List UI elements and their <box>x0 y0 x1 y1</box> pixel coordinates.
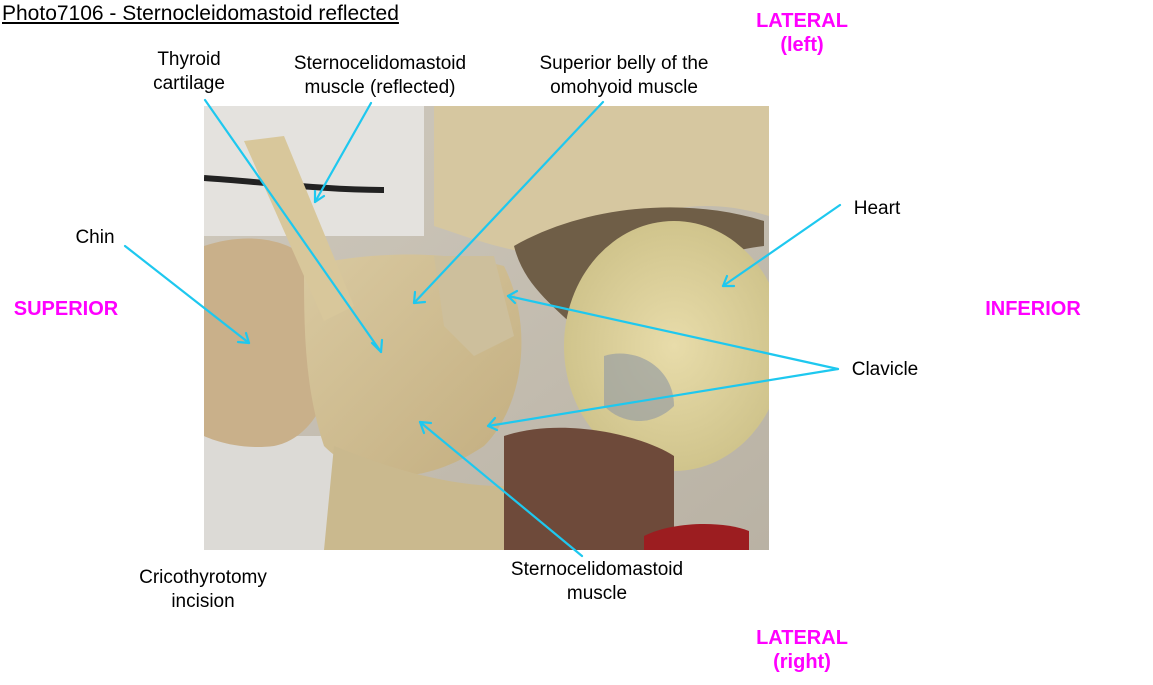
label-line: Cricothyrotomy <box>139 567 267 588</box>
label-chin: Chin <box>75 227 115 248</box>
label-line: incision <box>171 591 235 612</box>
label-scm-reflected: Sternocelidomastoid muscle (reflected) <box>294 52 466 100</box>
figure-title: Photo7106 - Sternocleidomastoid reflecte… <box>2 2 399 25</box>
orientation-lateral-right: LATERAL (right) <box>756 626 848 674</box>
label-thyroid-cartilage: Thyroid cartilage <box>153 48 225 96</box>
orientation-superior: SUPERIOR <box>13 298 119 320</box>
label-cricothyrotomy-incision: Cricothyrotomy incision <box>139 566 267 614</box>
orientation-inferior: INFERIOR <box>985 298 1081 320</box>
orientation-lateral-left: LATERAL (left) <box>756 9 848 57</box>
label-omohyoid: Superior belly of the omohyoid muscle <box>540 52 709 100</box>
orientation-bottom-line2: (right) <box>773 651 831 673</box>
orientation-bottom-line1: LATERAL <box>756 627 848 649</box>
dissection-photo <box>204 106 769 550</box>
label-heart: Heart <box>853 198 901 219</box>
label-scm: Sternocelidomastoid muscle <box>511 558 683 606</box>
label-clavicle: Clavicle <box>851 359 919 380</box>
label-line: Sternocelidomastoid <box>293 53 467 74</box>
orientation-top-line1: LATERAL <box>756 10 848 32</box>
label-line: muscle (reflected) <box>304 77 456 98</box>
label-line: Superior belly of the <box>539 53 709 74</box>
label-line: Sternocelidomastoid <box>510 559 684 580</box>
label-line: cartilage <box>153 73 225 94</box>
orientation-top-line2: (left) <box>780 34 824 56</box>
label-line: omohyoid muscle <box>550 77 698 98</box>
label-line: muscle <box>566 583 628 604</box>
label-line: Thyroid <box>157 49 221 70</box>
